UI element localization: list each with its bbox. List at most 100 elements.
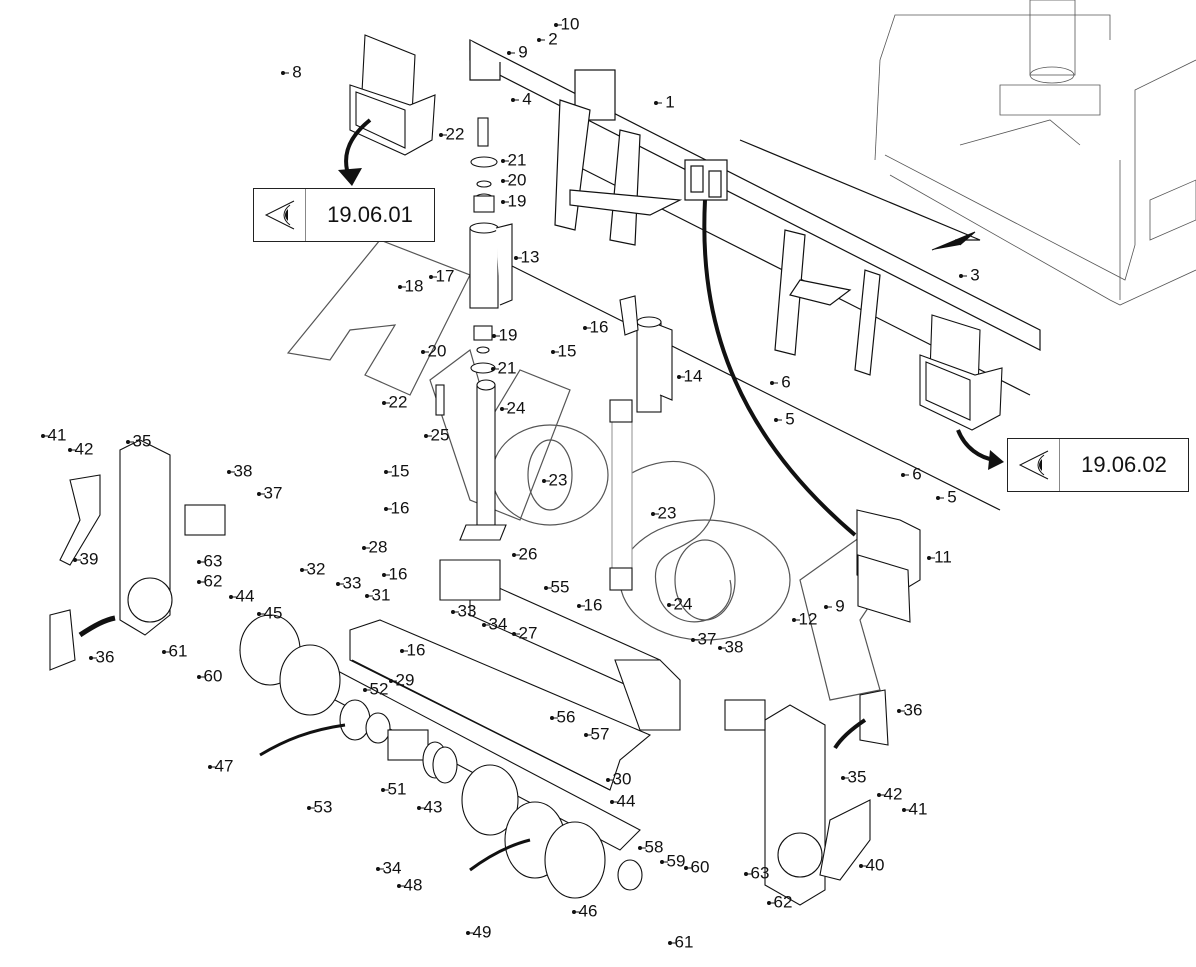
part-callout-20[interactable]: 20 <box>508 170 527 189</box>
part-callout-43[interactable]: 43 <box>424 797 443 816</box>
part-callout-12[interactable]: 12 <box>799 609 818 628</box>
auger-assembly <box>239 614 643 899</box>
part-callout-23[interactable]: 23 <box>549 470 568 489</box>
part-callout-21[interactable]: 21 <box>498 358 517 377</box>
beam-assembly <box>349 559 681 791</box>
part-callout-33[interactable]: 33 <box>458 601 477 620</box>
part-callout-33[interactable]: 33 <box>343 573 362 592</box>
part-callout-39[interactable]: 39 <box>80 549 99 568</box>
part-callout-41[interactable]: 41 <box>48 425 67 444</box>
part-callout-24[interactable]: 24 <box>507 398 526 417</box>
part-callout-3[interactable]: 3 <box>970 265 979 284</box>
part-callout-16[interactable]: 16 <box>590 317 609 336</box>
part-callout-61[interactable]: 61 <box>169 641 188 660</box>
part-callout-5[interactable]: 5 <box>785 409 794 428</box>
part-callout-46[interactable]: 46 <box>579 901 598 920</box>
part-callout-16[interactable]: 16 <box>389 564 408 583</box>
part-callout-42[interactable]: 42 <box>884 784 903 803</box>
part-callout-6[interactable]: 6 <box>781 372 790 391</box>
part-callout-17[interactable]: 17 <box>436 266 455 285</box>
part-callout-56[interactable]: 56 <box>557 707 576 726</box>
part-callout-51[interactable]: 51 <box>388 779 407 798</box>
part-callout-34[interactable]: 34 <box>489 614 508 633</box>
part-callout-48[interactable]: 48 <box>404 875 423 894</box>
part-callout-22[interactable]: 22 <box>446 124 465 143</box>
reference-label: 19.06.02 <box>1081 452 1167 477</box>
part-callout-55[interactable]: 55 <box>551 577 570 596</box>
part-callout-19[interactable]: 19 <box>499 325 518 344</box>
part-callout-22[interactable]: 22 <box>389 392 408 411</box>
reference-box-19-06-02[interactable]: 19.06.02 <box>1007 438 1189 492</box>
part-callout-60[interactable]: 60 <box>691 857 710 876</box>
part-callout-36[interactable]: 36 <box>96 647 115 666</box>
part-callout-23[interactable]: 23 <box>658 503 677 522</box>
part-callout-26[interactable]: 26 <box>519 544 538 563</box>
part-callout-29[interactable]: 29 <box>396 670 415 689</box>
part-callout-44[interactable]: 44 <box>236 586 255 605</box>
part-callout-57[interactable]: 57 <box>591 724 610 743</box>
part-callout-30[interactable]: 30 <box>613 769 632 788</box>
reference-box-19-06-01[interactable]: 19.06.01 <box>253 188 435 242</box>
part-callout-44[interactable]: 44 <box>617 791 636 810</box>
part-callout-1[interactable]: 1 <box>665 92 674 111</box>
part-callout-47[interactable]: 47 <box>215 756 234 775</box>
part-callout-20[interactable]: 20 <box>428 341 447 360</box>
part-callout-25[interactable]: 25 <box>431 425 450 444</box>
part-callout-4[interactable]: 4 <box>522 89 531 108</box>
part-callout-63[interactable]: 63 <box>204 551 223 570</box>
part-callout-31[interactable]: 31 <box>372 585 391 604</box>
part-callout-49[interactable]: 49 <box>473 922 492 941</box>
machine-frame <box>874 0 1196 306</box>
part-callout-35[interactable]: 35 <box>133 431 152 450</box>
part-callout-45[interactable]: 45 <box>264 603 283 622</box>
part-callout-58[interactable]: 58 <box>645 837 664 856</box>
part-callout-37[interactable]: 37 <box>264 483 283 502</box>
part-callout-62[interactable]: 62 <box>774 892 793 911</box>
part-callout-13[interactable]: 13 <box>521 247 540 266</box>
part-callout-9[interactable]: 9 <box>518 42 527 61</box>
column-parts <box>435 117 513 541</box>
part-callout-62[interactable]: 62 <box>204 571 223 590</box>
part-callout-61[interactable]: 61 <box>675 932 694 951</box>
part-callout-28[interactable]: 28 <box>369 537 388 556</box>
part-callout-10[interactable]: 10 <box>561 14 580 33</box>
part-callout-9[interactable]: 9 <box>835 596 844 615</box>
part-callout-53[interactable]: 53 <box>314 797 333 816</box>
part-callout-15[interactable]: 15 <box>558 341 577 360</box>
assembly-arrow <box>931 231 976 251</box>
part-callout-16[interactable]: 16 <box>407 640 426 659</box>
part-callout-37[interactable]: 37 <box>698 629 717 648</box>
part-callout-6[interactable]: 6 <box>912 464 921 483</box>
part-callout-27[interactable]: 27 <box>519 623 538 642</box>
part-callout-52[interactable]: 52 <box>370 679 389 698</box>
part-callout-38[interactable]: 38 <box>234 461 253 480</box>
part-callout-24[interactable]: 24 <box>674 594 693 613</box>
part-callout-19[interactable]: 19 <box>508 191 527 210</box>
part-callout-11[interactable]: 11 <box>934 547 952 566</box>
part-callout-35[interactable]: 35 <box>848 767 867 786</box>
part-callout-15[interactable]: 15 <box>391 461 410 480</box>
part-callout-21[interactable]: 21 <box>508 150 527 169</box>
part-callout-60[interactable]: 60 <box>204 666 223 685</box>
part-callout-5[interactable]: 5 <box>947 487 956 506</box>
part-callout-16[interactable]: 16 <box>584 595 603 614</box>
part-callout-32[interactable]: 32 <box>307 559 326 578</box>
part-callout-18[interactable]: 18 <box>405 276 424 295</box>
part-callout-38[interactable]: 38 <box>725 637 744 656</box>
part-callout-41[interactable]: 41 <box>909 799 928 818</box>
part-callout-8[interactable]: 8 <box>292 62 301 81</box>
part-callout-63[interactable]: 63 <box>751 863 770 882</box>
part-callout-36[interactable]: 36 <box>904 700 923 719</box>
part-callout-2[interactable]: 2 <box>548 29 557 48</box>
crossbar-assembly <box>469 39 1041 511</box>
cover-right <box>919 314 1003 431</box>
part-callout-34[interactable]: 34 <box>383 858 402 877</box>
install-arrow-left <box>78 615 116 638</box>
install-arrow-right <box>833 718 867 750</box>
part-callout-16[interactable]: 16 <box>391 498 410 517</box>
part-callout-14[interactable]: 14 <box>684 366 703 385</box>
part-callout-59[interactable]: 59 <box>667 851 686 870</box>
part-callout-42[interactable]: 42 <box>75 439 94 458</box>
part-callout-40[interactable]: 40 <box>866 855 885 874</box>
